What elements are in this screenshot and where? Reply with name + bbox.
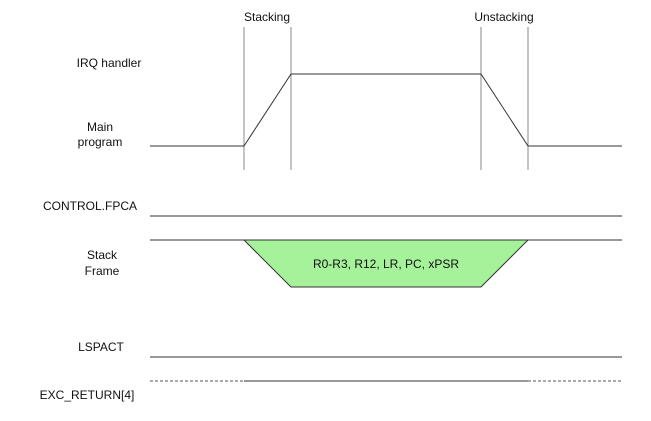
unstacking-label: Unstacking xyxy=(474,10,533,24)
stack-frame-contents: R0-R3, R12, LR, PC, xPSR xyxy=(313,257,459,271)
irq-handler-label: IRQ handler xyxy=(77,56,142,70)
exc-return-label: EXC_RETURN[4] xyxy=(40,388,135,402)
stack-frame-label-line1: Stack xyxy=(87,248,118,262)
stack-frame-label-line2: Frame xyxy=(85,264,120,278)
main-program-label-line1: Main xyxy=(87,120,113,134)
lspact-label: LSPACT xyxy=(78,340,124,354)
stack-frame-trapezoid xyxy=(242,239,530,288)
main-program-label-line2: program xyxy=(78,135,123,149)
execution-state-waveform xyxy=(150,73,622,147)
stacking-label: Stacking xyxy=(244,10,290,24)
control-fpca-label: CONTROL.FPCA xyxy=(43,199,137,213)
